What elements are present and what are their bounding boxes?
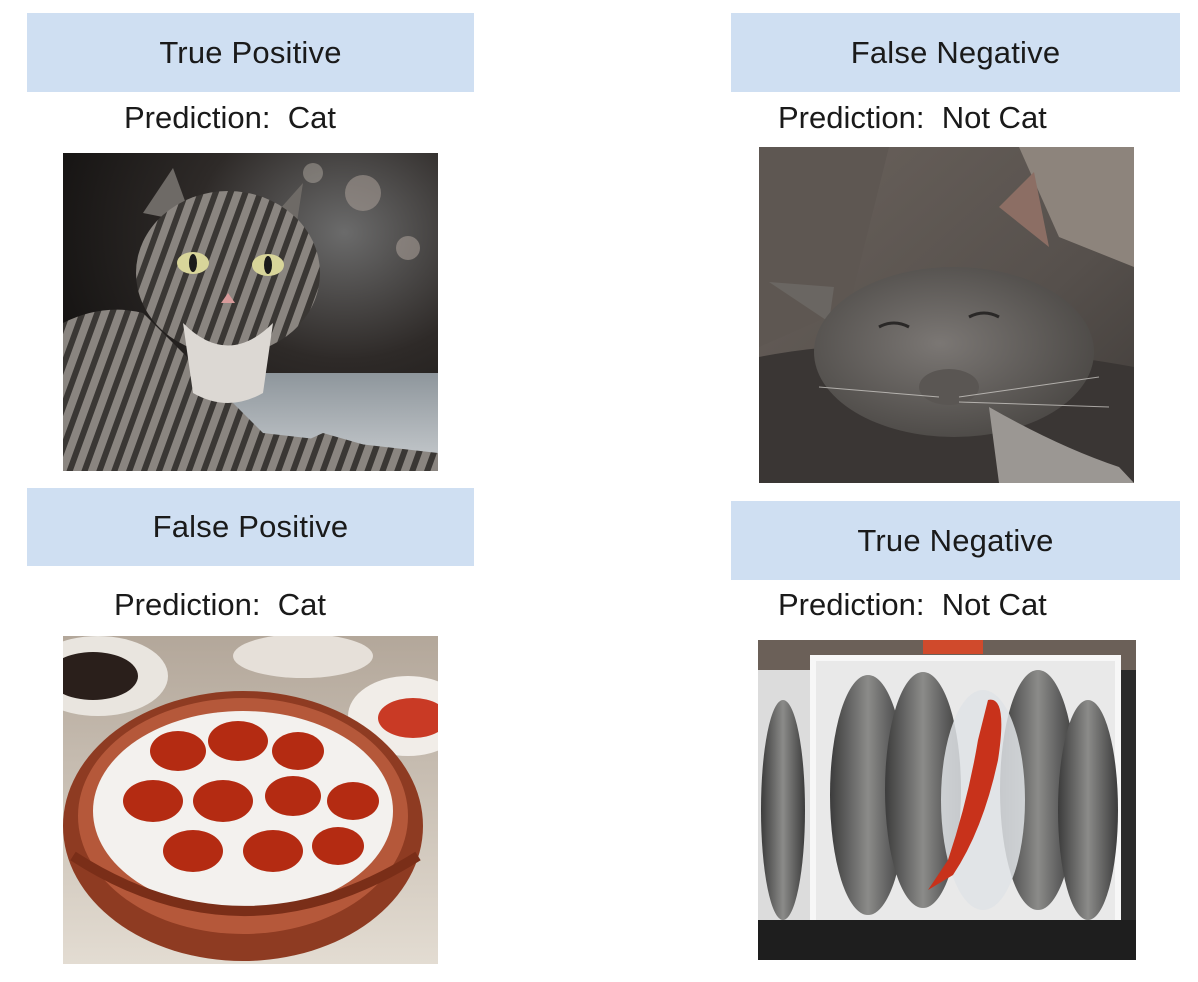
prediction-label: Prediction: (778, 587, 925, 622)
prediction-label: Prediction: (124, 100, 271, 135)
prediction-label: Prediction: (114, 587, 261, 622)
tabby-cat-photo (63, 153, 438, 471)
prediction-line: Prediction: Cat (124, 100, 336, 136)
fish-on-tray-photo (758, 640, 1136, 960)
quadrant-title-banner: False Positive (27, 488, 474, 566)
prediction-value: Cat (287, 100, 336, 135)
quadrant-title-banner: True Negative (731, 501, 1180, 580)
quadrant-title: False Positive (152, 509, 349, 544)
quadrant-title: True Positive (159, 34, 342, 70)
dumplings-in-steamer-photo (63, 636, 438, 964)
sleeping-gray-cat-photo (759, 147, 1134, 483)
prediction-value: Not Cat (941, 587, 1047, 622)
prediction-label: Prediction: (778, 100, 925, 135)
quadrant-title-banner: False Negative (731, 13, 1180, 92)
prediction-line: Prediction: Not Cat (778, 587, 1047, 623)
quadrant-title: False Negative (850, 34, 1061, 70)
prediction-line: Prediction: Not Cat (778, 100, 1047, 136)
prediction-value: Cat (277, 587, 326, 622)
prediction-value: Not Cat (941, 100, 1047, 135)
quadrant-title-banner: True Positive (27, 13, 474, 92)
quadrant-title: True Negative (857, 522, 1054, 558)
prediction-line: Prediction: Cat (114, 587, 326, 623)
